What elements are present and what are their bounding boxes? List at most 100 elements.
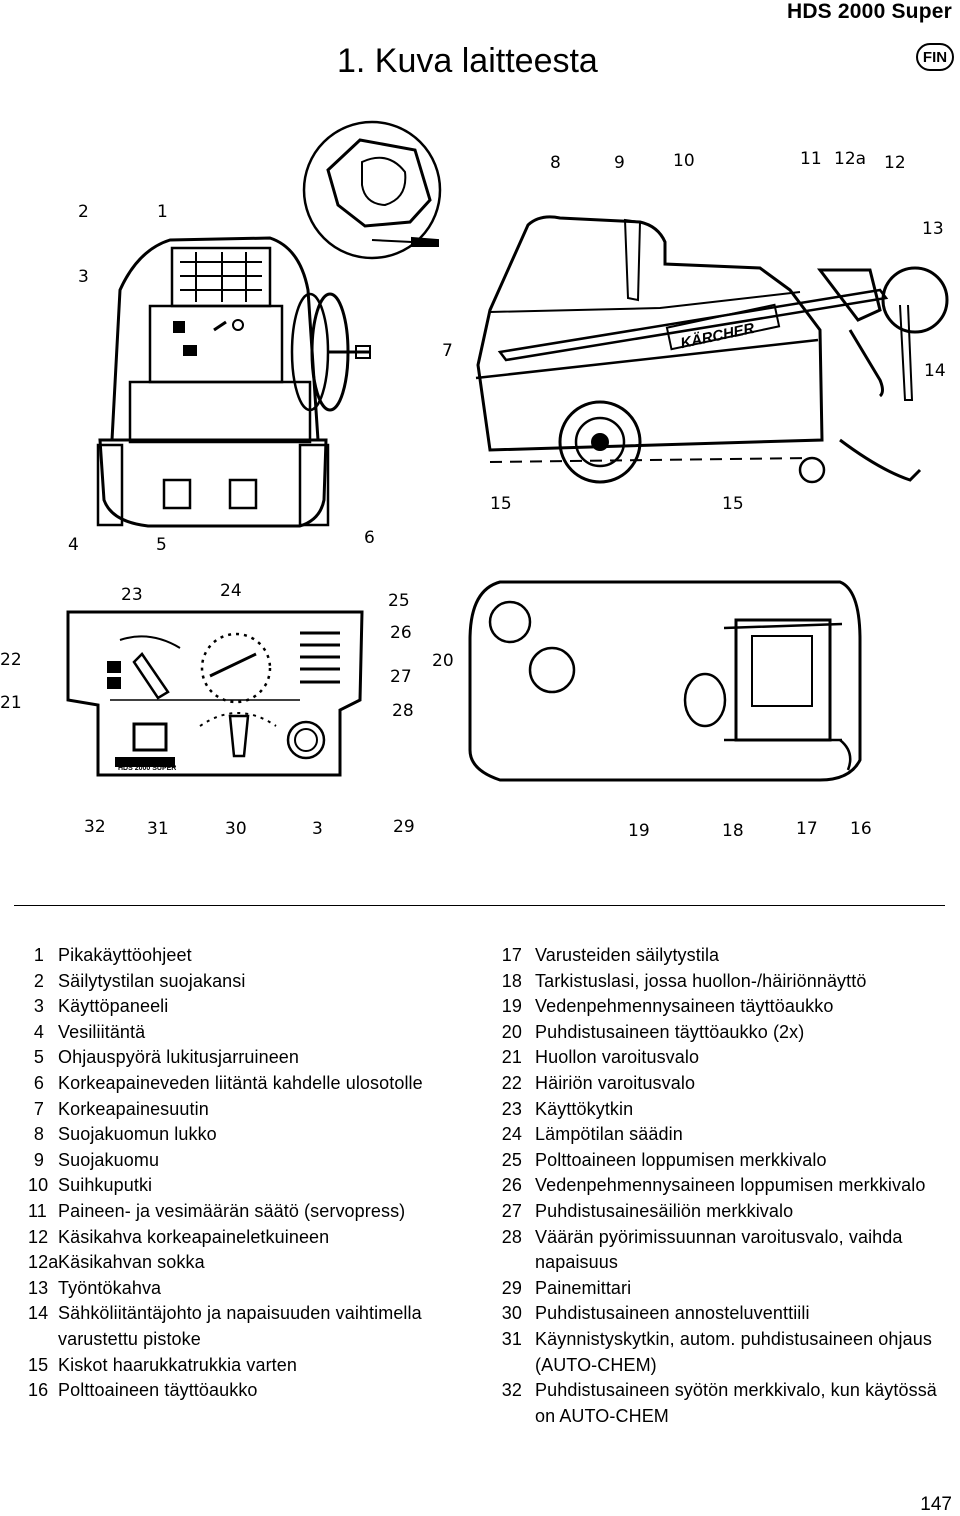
legend-item-text: Käyttöpaneeli bbox=[58, 996, 169, 1017]
legend-item-text: Kiskot haarukkatrukkia varten bbox=[58, 1354, 298, 1375]
legend-item-text: Sähköliitäntäjohto ja napaisuuden vaihti… bbox=[58, 1303, 427, 1349]
legend-item-number: 12 bbox=[28, 1226, 49, 1247]
callout-32: 32 bbox=[84, 817, 106, 837]
callout-8: 8 bbox=[550, 153, 561, 173]
legend-item: 20 Puhdistusaineen täyttöaukko (2x) bbox=[498, 1020, 938, 1046]
legend-item-number: 19 bbox=[501, 996, 522, 1017]
legend-item-number: 8 bbox=[33, 1124, 44, 1145]
callout-2: 2 bbox=[78, 202, 89, 222]
page-title: 1. Kuva laitteesta bbox=[337, 42, 598, 80]
legend-item-text: Puhdistusaineen täyttöaukko (2x) bbox=[535, 1021, 805, 1042]
legend-item-number: 22 bbox=[501, 1072, 522, 1093]
page-number: 147 bbox=[920, 1494, 952, 1515]
legend-item: 17 Varusteiden säilytystila bbox=[498, 943, 938, 969]
callout-9: 9 bbox=[614, 153, 625, 173]
legend-item-number: 9 bbox=[33, 1149, 44, 1170]
legend-item-number: 2 bbox=[33, 970, 44, 991]
legend-item-number: 28 bbox=[501, 1226, 522, 1247]
legend-item-text: Paineen- ja vesimäärän säätö (servopress… bbox=[58, 1200, 406, 1221]
legend-item-number: 13 bbox=[28, 1277, 49, 1298]
legend-item-text: Suojakuomu bbox=[58, 1149, 160, 1170]
legend-item-number: 3 bbox=[33, 996, 44, 1017]
callout-6: 6 bbox=[364, 528, 375, 548]
control-panel-drawing bbox=[66, 610, 364, 777]
legend-item: 6 Korkeapaineveden liitäntä kahdelle ulos… bbox=[28, 1071, 478, 1097]
legend-item-number: 4 bbox=[33, 1021, 44, 1042]
callout-25: 25 bbox=[388, 591, 410, 611]
callout-3-front: 3 bbox=[78, 267, 89, 287]
legend-item-number: 6 bbox=[33, 1072, 44, 1093]
section-divider bbox=[14, 905, 945, 906]
legend-item-text: Polttoaineen loppumisen merkkivalo bbox=[535, 1149, 827, 1170]
legend-item: 28 Väärän pyörimissuunnan varoitusvalo, v… bbox=[498, 1225, 938, 1276]
legend-item-number: 24 bbox=[501, 1124, 522, 1145]
legend-item-number: 23 bbox=[501, 1098, 522, 1119]
legend-item-number: 26 bbox=[501, 1175, 522, 1196]
callout-26: 26 bbox=[390, 623, 412, 643]
legend-item-text: Vesiliitäntä bbox=[58, 1021, 146, 1042]
legend-item: 31 Käynnistyskytkin, autom. puhdistusaine… bbox=[498, 1327, 938, 1378]
callout-3-panel: 3 bbox=[312, 819, 323, 839]
legend-item-text: Käsikahva korkeapaineletkuineen bbox=[58, 1226, 330, 1247]
legend-item-text: Korkeapaineveden liitäntä kahdelle uloso… bbox=[58, 1072, 423, 1093]
header-product-name: HDS 2000 Super bbox=[786, 0, 952, 23]
legend-item-text: Puhdistusainesäiliön merkkivalo bbox=[535, 1200, 794, 1221]
legend-item-number: 20 bbox=[501, 1021, 522, 1042]
legend-item-text: Varusteiden säilytystila bbox=[535, 945, 720, 965]
callout-11: 11 bbox=[800, 149, 822, 169]
legend-item-text: Tarkistuslasi, jossa huollon-/häiriönnäy… bbox=[535, 970, 867, 991]
legend-item-number: 14 bbox=[28, 1303, 49, 1324]
callout-23: 23 bbox=[121, 585, 143, 605]
machine-illustration: 1 2 3 4 5 6 7 8 9 10 11 12a 12 13 14 15 … bbox=[0, 120, 949, 841]
legend-item-number: 30 bbox=[501, 1303, 522, 1324]
legend-item-number: 1 bbox=[33, 945, 44, 965]
legend-item-number: 29 bbox=[501, 1277, 522, 1298]
callout-10: 10 bbox=[673, 151, 695, 171]
legend-item: 22 Häiriön varoitusvalo bbox=[498, 1071, 938, 1097]
callout-7: 7 bbox=[442, 341, 453, 361]
side-view-drawing bbox=[475, 215, 949, 484]
legend-item-text: Puhdistusaineen annosteluventtiili bbox=[535, 1303, 810, 1324]
legend-item-number: 21 bbox=[501, 1047, 522, 1068]
legend-item-text: Suihkuputki bbox=[58, 1175, 153, 1196]
legend-item-text: Pikakäyttöohjeet bbox=[58, 945, 192, 965]
legend-item: 30 Puhdistusaineen annosteluventtiili bbox=[498, 1301, 938, 1327]
legend-item-text: Ohjauspyörä lukitusjarruineen bbox=[58, 1047, 300, 1068]
legend-item-number: 12a bbox=[28, 1252, 59, 1273]
legend-item-text: Väärän pyörimissuunnan varoitusvalo, vai… bbox=[535, 1226, 908, 1273]
quick-reference-card-detail bbox=[302, 120, 442, 260]
legend-item-number: 32 bbox=[501, 1380, 522, 1401]
legend-item: 11 Paineen- ja vesimäärän säätö (servopre… bbox=[28, 1199, 478, 1225]
callout-21: 21 bbox=[0, 693, 22, 713]
front-view-drawing bbox=[96, 236, 371, 528]
legend-item: 3 Käyttöpaneeli bbox=[28, 994, 478, 1020]
model-label: HDS 2000 SUPER bbox=[118, 765, 176, 772]
callout-15-left: 15 bbox=[490, 494, 512, 514]
legend-item-text: Suojakuomun lukko bbox=[58, 1124, 217, 1145]
legend-item-text: Puhdistusaineen syötön merkkivalo, kun k… bbox=[535, 1380, 943, 1426]
legend-item: 4 Vesiliitäntä bbox=[28, 1020, 478, 1046]
callout-12: 12 bbox=[884, 153, 906, 173]
legend-item-number: 17 bbox=[501, 945, 522, 965]
language-badge: FIN bbox=[916, 43, 954, 71]
legend-item-text: Häiriön varoitusvalo bbox=[535, 1072, 696, 1093]
callout-17: 17 bbox=[796, 819, 818, 839]
legend-item-number: 31 bbox=[501, 1328, 522, 1349]
legend-item-number: 11 bbox=[28, 1200, 47, 1221]
legend-item-text: Käynnistyskytkin, autom. puhdistusaineen… bbox=[535, 1328, 938, 1375]
legend-item-number: 18 bbox=[501, 970, 522, 991]
legend-right-column: 17 Varusteiden säilytystila 18 Tarkistuslas… bbox=[498, 943, 938, 1429]
callout-27: 27 bbox=[390, 667, 412, 687]
